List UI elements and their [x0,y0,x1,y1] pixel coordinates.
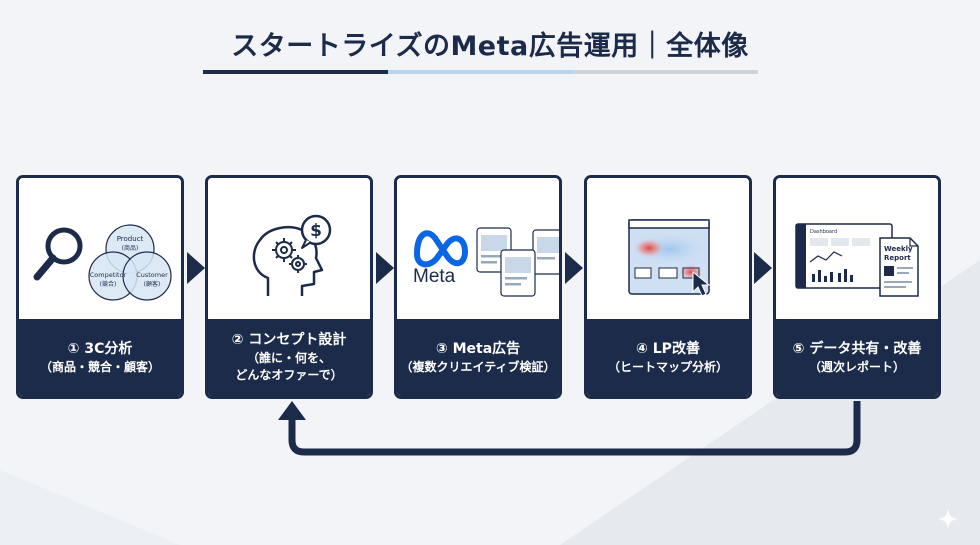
step-label: ③ Meta広告 （複数クリエイティブ検証） [397,319,559,396]
step-title: ② コンセプト設計 [231,332,347,349]
step-card-concept: $ ② コンセプト設計 （誰に・何を、 どんなオファーで） [205,175,373,399]
step-title: ③ Meta広告 [435,340,521,357]
step-card-meta-ads: Meta ③ Meta広告 （複数クリエイティブ検証） [394,175,562,399]
underline-segment-dark [203,70,388,74]
step-subtitle: どんなオファーで） [235,367,343,382]
underline-segment-gray [573,70,758,74]
step-icon-area: Dashboard Weekly Report [776,178,938,319]
step-icon-area: Meta [397,178,559,319]
underline-segment-light [388,70,573,74]
step-label: ⑤ データ共有・改善 （週次レポート） [776,319,938,396]
dashboard-report-icon: Dashboard Weekly Report [795,223,919,297]
venn-competitor-label: Competitor [90,271,127,279]
page-title: スタートライズのMeta広告運用｜全体像 [231,31,749,62]
step-icon-area: Product (商品) Competitor (競合) Customer (顧… [19,178,181,319]
ad-creative-card [532,229,559,275]
step-subtitle: （誰に・何を、 [246,351,331,366]
meta-ads-icon: Meta [413,227,559,297]
weekly-report-icon: Weekly Report [879,237,919,297]
gear-icon [289,255,307,273]
gear-icon [272,238,296,262]
step-subtitle: （商品・競合・顧客） [39,359,160,374]
step-title: ⑤ データ共有・改善 [792,340,922,357]
meta-logo-icon [414,230,468,268]
head-gears-dollar-icon: $ [252,214,332,296]
title-underline [203,70,758,74]
step-icon-area: $ [208,178,370,319]
report-title-line2: Report [884,254,911,262]
svg-text:$: $ [310,221,322,241]
step-subtitle: （週次レポート） [808,359,905,374]
flow-arrow [565,252,583,284]
venn-customer-label: Customer [136,271,168,279]
dashboard-label: Dashboard [810,229,837,235]
step-card-3c: Product (商品) Competitor (競合) Customer (顧… [16,175,184,399]
step-label: ① 3C分析 （商品・競合・顧客） [19,319,181,396]
flow-arrow [754,252,772,284]
step-subtitle: （ヒートマップ分析） [607,359,728,374]
step-card-data-share: Dashboard Weekly Report [773,175,941,399]
venn-product-label: Product [117,235,144,243]
venn-competitor-jp: (競合) [100,280,117,288]
heatmap-browser-icon [628,219,711,297]
dashboard-icon: Dashboard [795,223,893,289]
report-title-line1: Weekly [884,245,913,253]
ad-creative-card [500,249,536,297]
step-title: ④ LP改善 [636,340,700,357]
venn-customer-jp: (顧客) [144,280,161,288]
magnifier-icon [33,227,83,281]
sparkle-icon [937,508,959,530]
magnifier-venn-icon: Product (商品) Competitor (競合) Customer (顧… [33,224,172,301]
dollar-bubble-icon: $ [300,214,332,249]
step-icon-area [587,178,749,319]
venn-product-jp: (商品) [122,244,139,252]
step-label: ② コンセプト設計 （誰に・何を、 どんなオファーで） [208,319,370,396]
flow-arrow [187,252,205,284]
step-label: ④ LP改善 （ヒートマップ分析） [587,319,749,396]
step-card-lp: ④ LP改善 （ヒートマップ分析） [584,175,752,399]
flow-arrow [376,252,394,284]
step-title: ① 3C分析 [67,340,133,357]
meta-wordmark: Meta [413,266,456,287]
step-subtitle: （複数クリエイティブ検証） [400,359,556,374]
cursor-icon [692,270,711,297]
